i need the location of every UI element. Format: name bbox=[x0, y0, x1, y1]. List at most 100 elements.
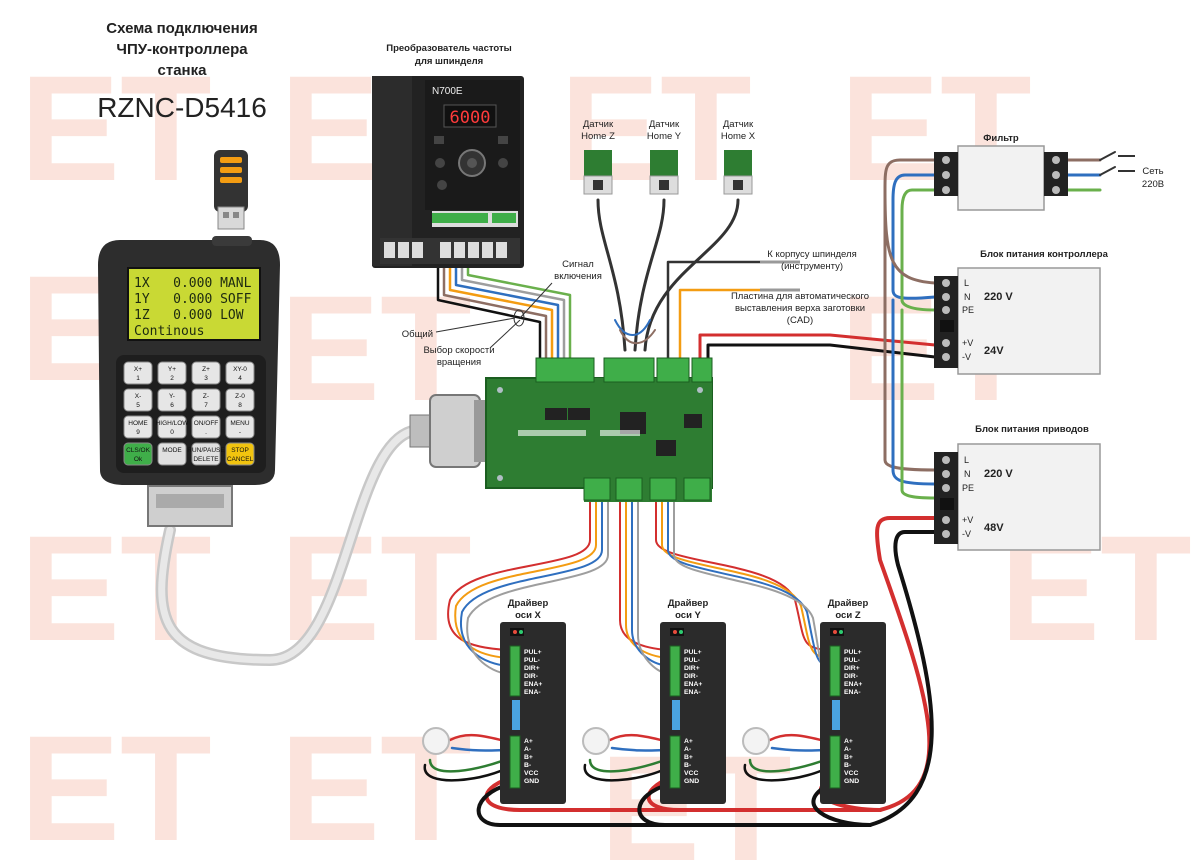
pendant-key[interactable] bbox=[225, 388, 255, 412]
motor-y bbox=[582, 727, 610, 755]
stepper-motors bbox=[422, 727, 770, 755]
driver-terminal-label: ENA+ bbox=[524, 681, 542, 688]
connection-labels: Сигнал включения Общий Выбор скорости вр… bbox=[402, 249, 869, 368]
pendant-key-top: STOP bbox=[231, 447, 249, 454]
pendant-key[interactable] bbox=[157, 388, 187, 412]
driver-terminal-label: DIR- bbox=[844, 673, 858, 680]
driver-terminal-label: B- bbox=[684, 762, 691, 769]
driver-terminal-label: A- bbox=[844, 746, 851, 753]
pendant-key-bottom: 1 bbox=[136, 375, 140, 382]
driver-terminal-label: B+ bbox=[684, 754, 693, 761]
pendant-key[interactable] bbox=[191, 388, 221, 412]
sensor-home-x: Датчик Home X bbox=[721, 119, 756, 195]
svg-text:ET: ET bbox=[280, 704, 472, 868]
driver-terminal-label: A+ bbox=[684, 738, 693, 745]
psu-ctrl-term-n: N bbox=[964, 292, 971, 302]
svg-text:ET: ET bbox=[20, 704, 212, 868]
psu-drv-term-pe: PE bbox=[962, 483, 974, 493]
svg-text:ET: ET bbox=[280, 504, 472, 672]
pendant-key[interactable] bbox=[225, 442, 255, 466]
sensor-x-label2: Home X bbox=[721, 131, 756, 142]
driver-power-terminal bbox=[509, 735, 521, 789]
pendant-key-top: Z+ bbox=[202, 366, 210, 373]
home-sensors: Датчик Home Z Датчик Home Y Датчик Home … bbox=[581, 119, 756, 195]
pendant-key[interactable] bbox=[225, 361, 255, 385]
pendant-key-top: CLS/OK bbox=[126, 447, 151, 454]
driver-terminal-label: DIR- bbox=[524, 673, 538, 680]
driver-terminal-label: B- bbox=[844, 762, 851, 769]
pendant-key-bottom: 3 bbox=[204, 375, 208, 382]
model-name: RZNC-D5416 bbox=[97, 92, 267, 123]
pendant-key[interactable] bbox=[157, 361, 187, 385]
pendant-key[interactable] bbox=[191, 361, 221, 385]
sensor-home-y: Датчик Home Y bbox=[647, 119, 682, 195]
motor-x bbox=[422, 727, 450, 755]
vfd-button bbox=[498, 136, 508, 144]
title-line3: станка bbox=[158, 62, 208, 79]
pendant-key[interactable] bbox=[123, 442, 153, 466]
driver-signal-terminal bbox=[829, 645, 841, 697]
driver-x-label2: оси X bbox=[515, 610, 541, 621]
driver-signal-terminal bbox=[509, 645, 521, 697]
pendant-screen bbox=[127, 267, 261, 341]
driver-terminal-label: ENA+ bbox=[844, 681, 862, 688]
psu-drv-term-l: L bbox=[964, 455, 969, 465]
label-plate-line3: (CAD) bbox=[787, 315, 813, 326]
pendant-key-bottom: CANCEL bbox=[227, 456, 254, 463]
driver-y-label1: Драйвер bbox=[668, 598, 709, 609]
pendant-key[interactable] bbox=[123, 415, 153, 439]
sensor-z-label1: Датчик bbox=[583, 119, 614, 130]
pendant-key-top: HIGH/LOW bbox=[156, 420, 190, 427]
driver-terminal-label: VCC bbox=[684, 770, 698, 777]
pendant-keypad: X+1Y+2Z+3XY-04X-5Y-6Z-7Z-08HOME9HIGH/LOW… bbox=[123, 361, 255, 466]
driver-terminal-label: B- bbox=[524, 762, 531, 769]
psu-drv-term-plus: +V bbox=[962, 515, 973, 525]
pendant-key-top: Y- bbox=[169, 393, 175, 400]
filter-title: Фильтр bbox=[983, 133, 1019, 144]
usb-stick bbox=[214, 150, 248, 230]
label-speed-line2: вращения bbox=[437, 357, 481, 368]
pendant-key[interactable] bbox=[157, 415, 187, 439]
pendant-screen-row4: Continous bbox=[134, 324, 204, 339]
pendant-key-bottom: . bbox=[205, 429, 207, 436]
label-signal-line1: Сигнал bbox=[562, 259, 594, 270]
pendant-key[interactable] bbox=[225, 415, 255, 439]
driver-z-label1: Драйвер bbox=[828, 598, 869, 609]
svg-text:ET: ET bbox=[20, 44, 212, 212]
pendant-key-top: X- bbox=[135, 393, 142, 400]
driver-terminal-label: PUL+ bbox=[524, 649, 542, 656]
title-line2: ЧПУ-контроллера bbox=[116, 41, 248, 58]
pendant-key[interactable] bbox=[123, 388, 153, 412]
driver-terminal-label: A+ bbox=[844, 738, 853, 745]
pendant-key-top: RUN/PAUSE bbox=[187, 447, 225, 454]
vfd-button bbox=[434, 136, 444, 144]
driver-terminal-label: A- bbox=[684, 746, 691, 753]
psu-controller-title: Блок питания контроллера bbox=[980, 249, 1108, 260]
driver-terminal-label: GND bbox=[844, 778, 859, 785]
psu-ctrl-ac: 220 V bbox=[984, 291, 1013, 303]
pendant-key-bottom: Ok bbox=[134, 456, 143, 463]
pendant-key-bottom: 7 bbox=[204, 402, 208, 409]
pendant-key-top: Z- bbox=[203, 393, 209, 400]
psu-drv-term-n: N bbox=[964, 469, 971, 479]
driver-terminal-label: DIR- bbox=[684, 673, 698, 680]
mains-label-line2: 220В bbox=[1142, 179, 1164, 190]
label-spindle-line1: К корпусу шпинделя bbox=[767, 249, 856, 260]
vfd-caption-line1: Преобразователь частоты bbox=[386, 43, 511, 54]
pendant-key[interactable] bbox=[123, 361, 153, 385]
pendant-key-bottom: 9 bbox=[136, 429, 140, 436]
pendant-key[interactable] bbox=[191, 415, 221, 439]
pendant-key[interactable] bbox=[157, 442, 187, 466]
driver-terminal-label: GND bbox=[524, 778, 539, 785]
vfd-model: N700E bbox=[432, 86, 463, 97]
psu-ctrl-term-pe: PE bbox=[962, 305, 974, 315]
driver-dip-switch bbox=[832, 700, 840, 730]
driver-terminal-label: DIR+ bbox=[684, 665, 700, 672]
pendant-key[interactable] bbox=[191, 442, 221, 466]
driver-power-terminal bbox=[829, 735, 841, 789]
sensor-home-z: Датчик Home Z bbox=[581, 119, 615, 195]
driver-terminal-label: DIR+ bbox=[524, 665, 540, 672]
line-filter: Фильтр Сеть 220В bbox=[934, 133, 1164, 211]
sensor-z-label2: Home Z bbox=[581, 131, 615, 142]
